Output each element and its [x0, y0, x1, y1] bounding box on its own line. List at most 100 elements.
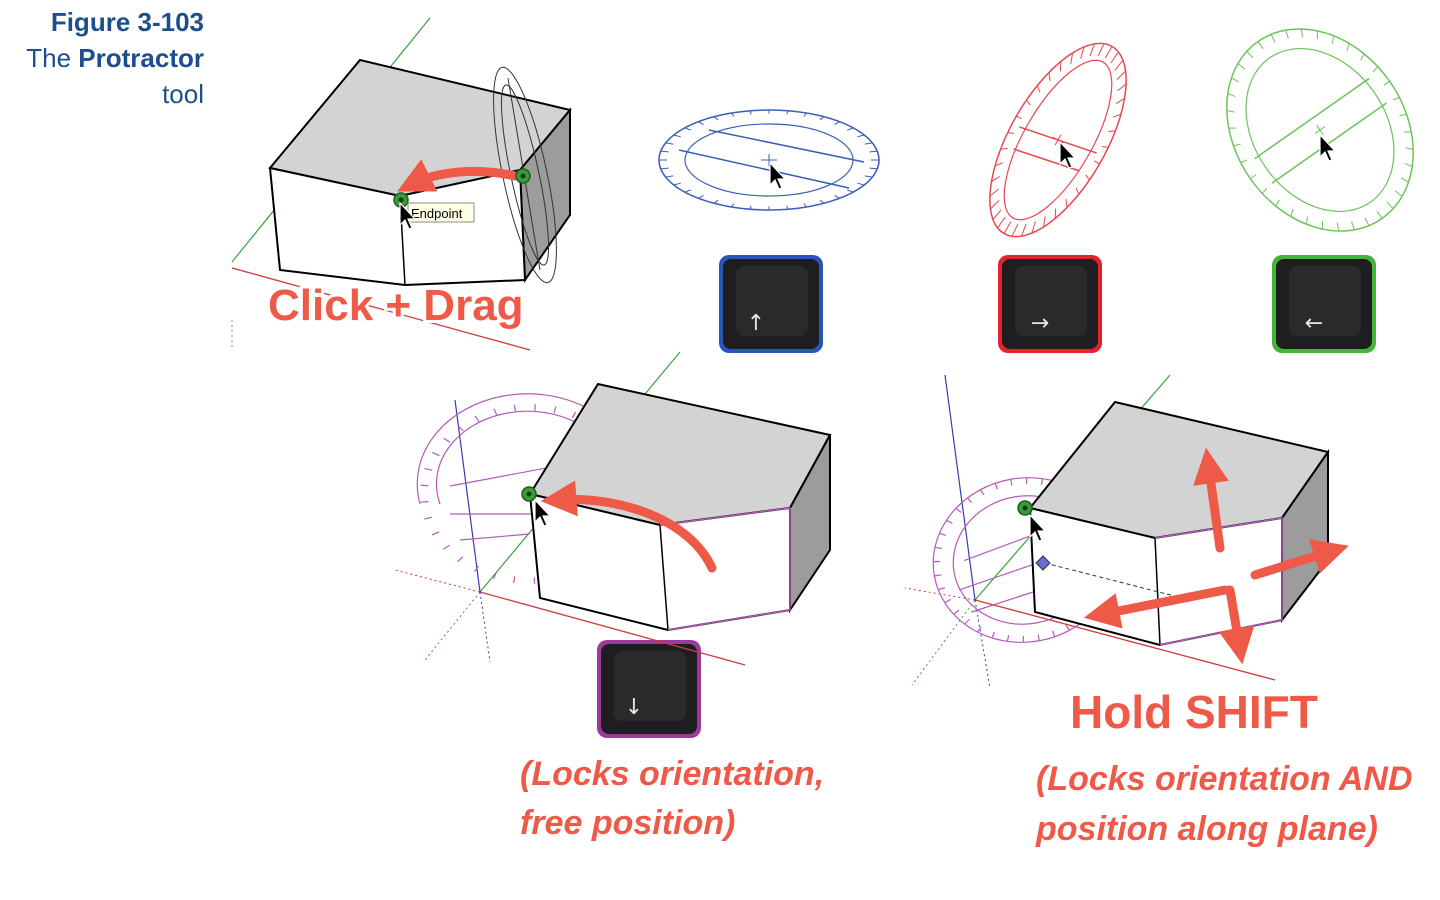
- protractor-tick: [991, 631, 996, 639]
- panel-click-drag: Endpoint Click + Drag: [231, 17, 572, 351]
- protractor-tick: [1112, 113, 1122, 118]
- protractor-tick: [977, 626, 982, 633]
- protractor-tick: [1011, 224, 1019, 237]
- protractor-tick: [1227, 93, 1236, 98]
- protractor-tick: [571, 411, 577, 419]
- locks-both-line2: position along plane): [1035, 810, 1378, 848]
- protractor-tick: [938, 586, 946, 591]
- protractor-tick: [946, 519, 953, 524]
- protractor-tick: [864, 175, 873, 178]
- protractor-tick: [673, 134, 681, 138]
- protractor-tick: [1372, 66, 1379, 73]
- locks-orientation-line2: free position): [520, 804, 735, 842]
- figure-title-tool: Protractor: [78, 43, 204, 73]
- protractor-tick: [1040, 478, 1044, 485]
- protractor-tick: [1403, 131, 1412, 133]
- protractor-tick: [1085, 174, 1090, 181]
- protractor-tick: [1059, 61, 1062, 72]
- protractor-tick: [1031, 221, 1036, 234]
- protractor-tick: [934, 574, 942, 577]
- protractor-tick: [1226, 110, 1235, 113]
- protractor-tick: [1065, 199, 1068, 208]
- protractor-tick: [803, 203, 807, 208]
- protractor-tick: [991, 176, 1001, 183]
- protractor-tick: [1346, 43, 1350, 51]
- protractor-tick: [1026, 99, 1031, 106]
- protractor-tick: [994, 482, 999, 490]
- protractor-tick: [964, 618, 970, 625]
- protractor-tick: [432, 452, 440, 457]
- panel-hold-shift: Hold SHIFT (Locks orientation AND positi…: [904, 374, 1416, 851]
- protractor-tick: [989, 188, 999, 197]
- protractor-tick: [819, 116, 825, 121]
- protractor-tick: [1115, 97, 1125, 104]
- protractor-tick: [1042, 216, 1046, 228]
- protractor-tick: [834, 121, 840, 125]
- protractor-tick: [492, 572, 497, 580]
- figure-title-suffix: tool: [162, 79, 204, 109]
- protractor-tick: [1089, 43, 1096, 57]
- protractor-tick: [1108, 130, 1116, 133]
- key-right: →: [998, 255, 1102, 353]
- protractor-tick: [457, 425, 464, 432]
- key-up: ↑: [719, 255, 823, 353]
- protractor-tick: [513, 404, 517, 412]
- protractor-tick: [713, 116, 719, 121]
- protractor-tick: [1270, 34, 1276, 43]
- protractor-tick: [443, 437, 451, 443]
- protractor-tick: [980, 489, 985, 496]
- protractor-tick: [713, 199, 719, 204]
- protractor-tick: [1305, 216, 1309, 225]
- figure-title-prefix: The: [26, 43, 79, 73]
- protractor-tick: [1065, 624, 1070, 631]
- protractor-tick: [1026, 477, 1028, 484]
- protractor-tick: [994, 162, 1004, 167]
- protractor-tick: [1405, 147, 1414, 150]
- key-left: ←: [1272, 255, 1376, 353]
- arrow-up-icon: ↑: [747, 311, 765, 336]
- protractor-tick: [442, 544, 450, 550]
- protractor-tick: [1037, 634, 1040, 641]
- protractor-tick: [1051, 630, 1056, 638]
- protractor-tick: [1300, 28, 1304, 38]
- protractor-blue: [658, 109, 880, 211]
- protractor-tick: [846, 127, 854, 131]
- snap-point-icon: [521, 486, 537, 502]
- protractor-tick: [1101, 146, 1109, 148]
- key-down: ↓: [597, 640, 701, 738]
- locks-orientation-line1: (Locks orientation,: [520, 755, 824, 793]
- protractor-tick: [1070, 52, 1074, 64]
- protractor-tick: [1006, 635, 1010, 642]
- protractor-tick: [1383, 80, 1390, 86]
- click-drag-label: Click + Drag: [268, 281, 524, 330]
- protractor-tick: [1285, 30, 1289, 39]
- drag-arrow: [397, 159, 520, 192]
- protractor-tick: [846, 189, 854, 193]
- protractor-tick: [869, 167, 878, 170]
- snap-point-icon: [515, 168, 531, 184]
- protractor-tick: [953, 609, 960, 615]
- protractor-tick: [1020, 223, 1027, 237]
- protractor-red: [989, 42, 1127, 238]
- locks-both-line1: (Locks orientation AND: [1036, 760, 1413, 798]
- protractor-tick: [1054, 208, 1057, 219]
- protractor-tick: [992, 209, 1002, 221]
- cursor-icon: [1319, 134, 1336, 162]
- protractor-tick: [1080, 46, 1085, 59]
- protractor-tick: [1360, 53, 1365, 61]
- protractor-tick: [786, 110, 789, 115]
- protractor-tick: [1010, 479, 1013, 486]
- protractor-tick: [819, 199, 825, 204]
- protractor-tick: [665, 175, 674, 178]
- arrow-down-icon: ↓: [625, 695, 643, 720]
- protractor-tick: [834, 195, 840, 199]
- protractor-tick: [1404, 162, 1413, 167]
- protractor-tick: [857, 182, 865, 186]
- cursor-icon: [769, 162, 786, 190]
- protractor-tick: [731, 112, 735, 117]
- protractor-tick: [698, 195, 704, 199]
- protractor-tick: [966, 497, 973, 504]
- protractor-tick: [1399, 113, 1407, 117]
- protractor-tick: [1321, 220, 1324, 230]
